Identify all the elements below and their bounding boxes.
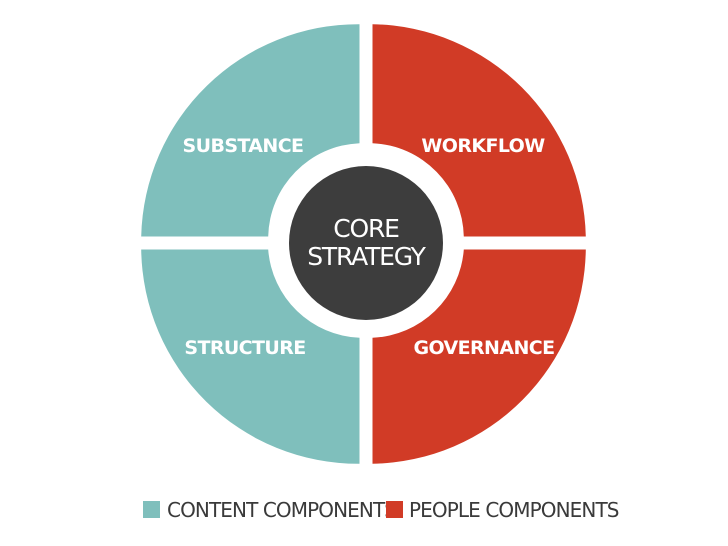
- label-substance: SUBSTANCE: [183, 135, 304, 157]
- label-structure: STRUCTURE: [184, 337, 305, 359]
- quadrant-structure: [141, 249, 360, 464]
- legend: CONTENT COMPONENTS PEOPLE COMPONENTS: [143, 498, 620, 522]
- core-strategy-circle: [289, 166, 443, 320]
- legend-label-people: PEOPLE COMPONENTS: [409, 498, 619, 522]
- quadrant-substance: [141, 24, 360, 237]
- legend-swatch-people: [386, 501, 403, 518]
- label-workflow: WORKFLOW: [421, 135, 545, 157]
- quadrant-workflow: [372, 24, 586, 237]
- quadrant-governance: [372, 249, 586, 464]
- center-label-line2: STRATEGY: [307, 242, 426, 271]
- label-governance: GOVERNANCE: [414, 337, 555, 359]
- legend-label-content: CONTENT COMPONENTS: [167, 498, 396, 522]
- center-label-line1: CORE: [333, 214, 399, 243]
- legend-swatch-content: [143, 501, 160, 518]
